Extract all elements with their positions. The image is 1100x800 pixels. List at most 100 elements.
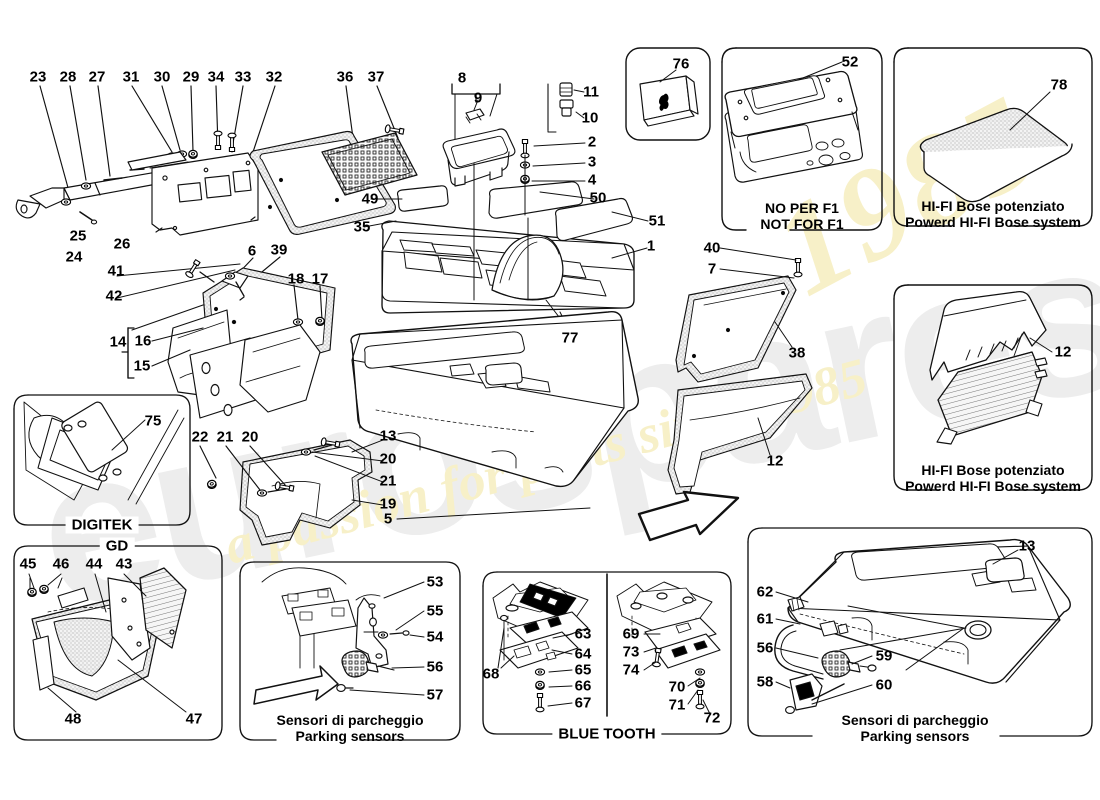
callout-number-56: 56 <box>756 639 774 657</box>
callout-number-49: 49 <box>361 190 379 208</box>
callout-number-53: 53 <box>426 573 444 591</box>
callout-number-60: 60 <box>875 676 893 694</box>
callout-number-67: 67 <box>574 694 592 712</box>
callout-number-66: 66 <box>574 677 592 695</box>
caption-hifi-en-bottom: Powerd HI-FI Bose system <box>905 478 1081 495</box>
callout-number-55: 55 <box>426 602 444 620</box>
callout-number-42: 42 <box>105 287 123 305</box>
callout-number-5: 5 <box>383 510 393 528</box>
callout-number-63: 63 <box>574 625 592 643</box>
callout-number-57: 57 <box>426 686 444 704</box>
caption-parking-it-left: Sensori di parcheggio <box>276 712 424 728</box>
callout-number-37: 37 <box>367 68 385 86</box>
caption-parking-it-right: Sensori di parcheggio <box>841 712 989 728</box>
callout-number-12: 12 <box>766 452 784 470</box>
caption-not-for-f1: NO PER F1 NOT FOR F1 <box>760 200 843 232</box>
callout-number-26: 26 <box>113 235 131 253</box>
callout-number-72: 72 <box>703 709 721 727</box>
callout-number-29: 29 <box>182 68 200 86</box>
callout-number-34: 34 <box>207 68 225 86</box>
callout-number-14: 14 <box>109 333 127 351</box>
caption-not-for-f1-en: NOT FOR F1 <box>760 216 844 233</box>
callout-number-38: 38 <box>788 344 806 362</box>
callout-number-1: 1 <box>646 237 656 255</box>
callout-number-27: 27 <box>88 68 106 86</box>
callout-number-71: 71 <box>668 696 686 714</box>
callout-number-23: 23 <box>29 68 47 86</box>
callout-number-30: 30 <box>153 68 171 86</box>
callout-number-20: 20 <box>241 428 259 446</box>
callout-number-73: 73 <box>622 643 640 661</box>
callout-number-54: 54 <box>426 628 444 646</box>
caption-hifi-it-top: HI-FI Bose potenziato <box>921 198 1065 214</box>
callout-number-44: 44 <box>85 555 103 573</box>
callout-number-15: 15 <box>133 357 151 375</box>
callout-number-17: 17 <box>311 270 329 288</box>
callout-number-64: 64 <box>574 645 592 663</box>
callout-number-21: 21 <box>379 472 397 490</box>
callout-number-22: 22 <box>191 428 209 446</box>
caption-parking-sensors-right: Sensori di parcheggio Parking sensors <box>841 712 988 744</box>
callout-number-21: 21 <box>216 428 234 446</box>
callout-number-39: 39 <box>270 241 288 259</box>
callout-number-16: 16 <box>134 332 152 350</box>
callout-number-62: 62 <box>756 583 774 601</box>
callout-number-4: 4 <box>587 171 597 189</box>
caption-parking-sensors-left: Sensori di parcheggio Parking sensors <box>276 712 423 744</box>
callout-number-24: 24 <box>65 248 83 266</box>
caption-digitek: DIGITEK <box>65 516 139 534</box>
caption-hifi-amplifier: HI-FI Bose potenziato Powerd HI-FI Bose … <box>905 462 1081 494</box>
callout-number-13: 13 <box>379 427 397 445</box>
callout-number-48: 48 <box>64 710 82 728</box>
callout-number-77: 77 <box>561 329 579 347</box>
callout-number-35: 35 <box>353 218 371 236</box>
callout-number-43: 43 <box>115 555 133 573</box>
callout-number-18: 18 <box>287 270 305 288</box>
callout-number-8: 8 <box>457 69 467 87</box>
callout-number-28: 28 <box>59 68 77 86</box>
callout-number-50: 50 <box>589 189 607 207</box>
callout-number-10: 10 <box>581 109 599 127</box>
caption-hifi-en-top: Powerd HI-FI Bose system <box>905 214 1081 231</box>
callout-number-69: 69 <box>622 625 640 643</box>
callout-number-52: 52 <box>841 53 859 71</box>
caption-gd: GD <box>99 537 135 555</box>
callout-number-12: 12 <box>1054 343 1072 361</box>
caption-hifi-speaker: HI-FI Bose potenziato Powerd HI-FI Bose … <box>905 198 1081 230</box>
callout-number-58: 58 <box>756 673 774 691</box>
callout-number-59: 59 <box>875 647 893 665</box>
callout-number-20: 20 <box>379 450 397 468</box>
callout-number-2: 2 <box>587 133 597 151</box>
callout-number-32: 32 <box>265 68 283 86</box>
caption-parking-en-left: Parking sensors <box>295 728 405 745</box>
callout-number-13: 13 <box>1018 537 1036 555</box>
callout-number-74: 74 <box>622 661 640 679</box>
callout-number-41: 41 <box>107 262 125 280</box>
callout-number-25: 25 <box>69 227 87 245</box>
callout-number-78: 78 <box>1050 76 1068 94</box>
callout-number-56: 56 <box>426 658 444 676</box>
callout-number-7: 7 <box>707 260 717 278</box>
callout-number-75: 75 <box>144 412 162 430</box>
callout-number-45: 45 <box>19 555 37 573</box>
callout-number-31: 31 <box>122 68 140 86</box>
callout-number-9: 9 <box>473 89 483 107</box>
caption-bluetooth: BLUE TOOTH <box>552 725 662 743</box>
callout-number-3: 3 <box>587 153 597 171</box>
callout-number-33: 33 <box>234 68 252 86</box>
callout-number-40: 40 <box>703 239 721 257</box>
caption-no-per-f1-it: NO PER F1 <box>765 200 839 216</box>
callout-number-76: 76 <box>672 55 690 73</box>
callout-number-65: 65 <box>574 661 592 679</box>
callout-number-51: 51 <box>648 212 666 230</box>
callout-number-11: 11 <box>583 83 599 101</box>
callout-number-6: 6 <box>247 242 257 260</box>
caption-parking-en-right: Parking sensors <box>860 728 970 745</box>
callout-number-47: 47 <box>185 710 203 728</box>
callout-number-61: 61 <box>756 610 774 628</box>
callout-number-70: 70 <box>668 678 686 696</box>
callout-number-36: 36 <box>336 68 354 86</box>
caption-hifi-it-bottom: HI-FI Bose potenziato <box>921 462 1065 478</box>
callout-number-68: 68 <box>482 665 500 683</box>
